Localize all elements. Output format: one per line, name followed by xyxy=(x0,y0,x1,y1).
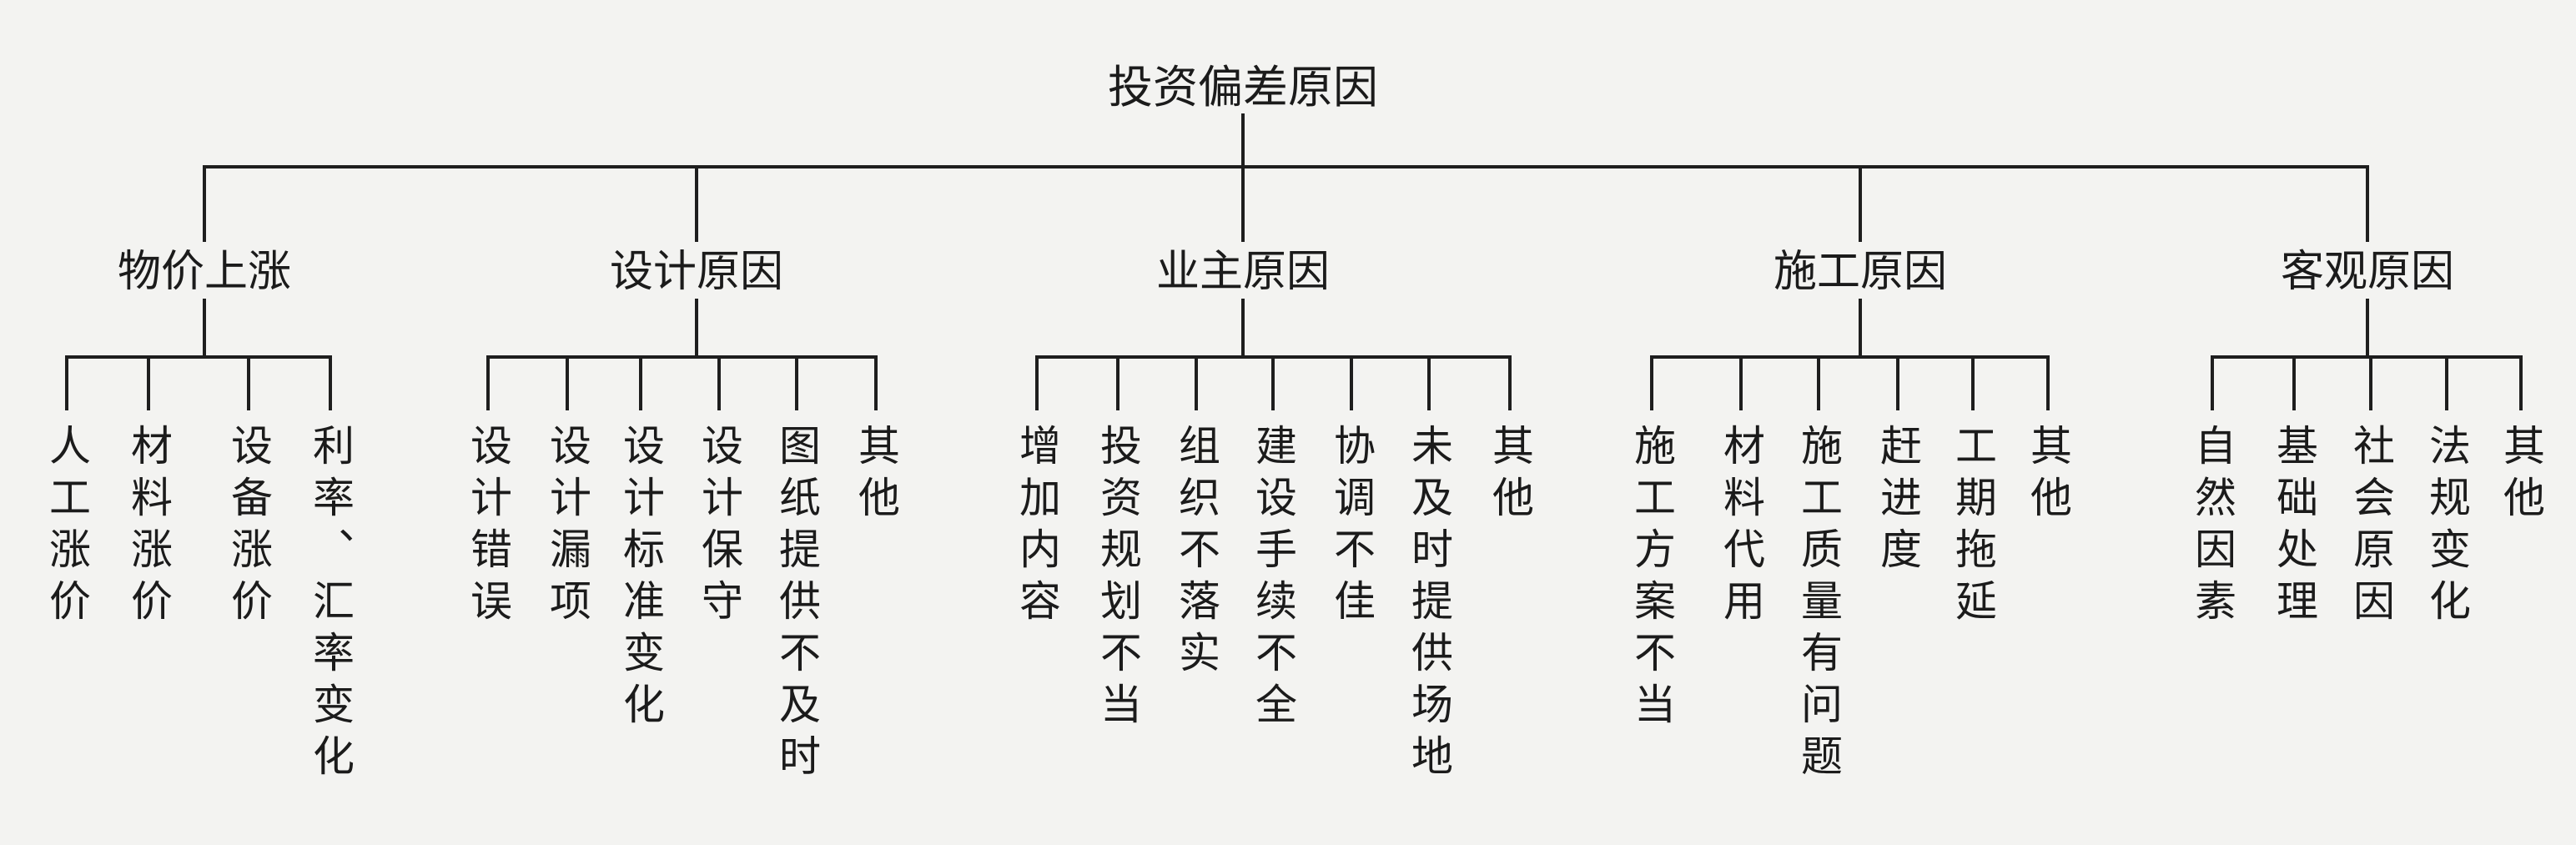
leaf-label: 工期拖延 xyxy=(1949,424,1997,631)
root-node-label: 投资偏差原因 xyxy=(1108,61,1378,113)
leaf-label: 设计保守 xyxy=(695,424,743,631)
category-label: 施工原因 xyxy=(1773,247,1948,297)
leaf-label: 设计标准变化 xyxy=(616,424,665,734)
leaf-label: 利率、汇率变化 xyxy=(306,424,355,786)
leaf-label: 设备涨价 xyxy=(224,424,273,631)
category-label: 物价上涨 xyxy=(117,247,292,297)
leaf-label: 其他 xyxy=(2024,424,2072,527)
leaf-label: 人工涨价 xyxy=(43,424,91,631)
leaf-label: 协调不佳 xyxy=(1327,424,1376,631)
category-label: 业主原因 xyxy=(1155,247,1331,297)
leaf-label: 其他 xyxy=(852,424,900,527)
leaf-label: 其他 xyxy=(1486,424,1534,527)
leaf-label: 图纸提供不及时 xyxy=(772,424,821,786)
category-label: 客观原因 xyxy=(2280,247,2455,297)
leaf-label: 其他 xyxy=(2497,424,2545,527)
leaf-label: 建设手续不全 xyxy=(1249,424,1297,734)
category-label: 设计原因 xyxy=(609,247,784,297)
leaf-label: 增加内容 xyxy=(1013,424,1061,631)
leaf-label: 设计漏项 xyxy=(543,424,591,631)
leaf-label: 施工方案不当 xyxy=(1628,424,1676,734)
leaf-label: 基础处理 xyxy=(2270,424,2318,631)
leaf-label: 赶进度 xyxy=(1874,424,1922,579)
leaf-label: 未及时提供场地 xyxy=(1405,424,1453,786)
leaf-label: 组织不落实 xyxy=(1172,424,1220,682)
leaf-label: 社会原因 xyxy=(2347,424,2395,631)
leaf-label: 施工质量有问题 xyxy=(1794,424,1843,786)
leaf-label: 材料涨价 xyxy=(124,424,173,631)
leaf-label: 设计错误 xyxy=(464,424,512,631)
leaf-label: 自然因素 xyxy=(2188,424,2236,631)
leaf-label: 法规变化 xyxy=(2423,424,2471,631)
leaf-label: 材料代用 xyxy=(1717,424,1765,631)
leaf-label: 投资规划不当 xyxy=(1094,424,1142,734)
